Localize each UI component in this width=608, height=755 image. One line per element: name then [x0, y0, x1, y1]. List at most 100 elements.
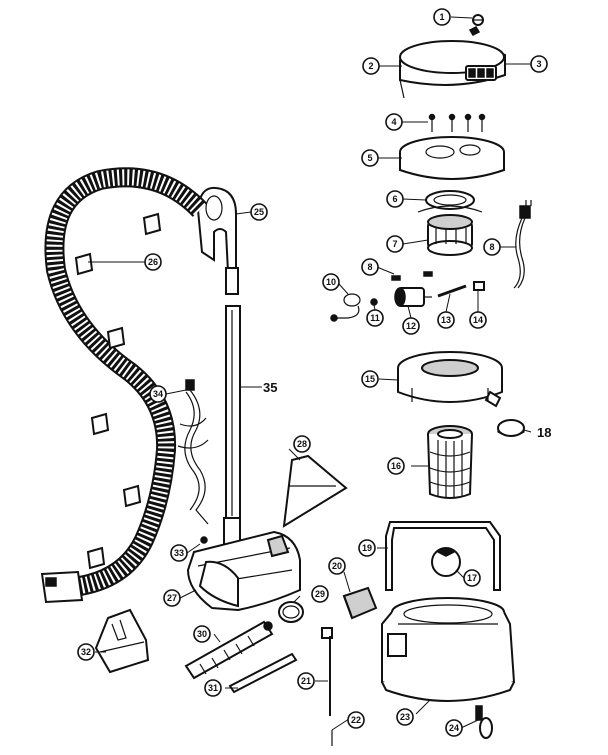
callout-number: 29: [315, 589, 325, 599]
callout-p3: 3: [530, 55, 548, 73]
part-hose-clips: [74, 212, 162, 570]
part-hand-tool: [94, 608, 150, 674]
callout-p1: 1: [433, 8, 451, 26]
callout-number: 32: [81, 647, 91, 657]
callout-number: 33: [174, 548, 184, 558]
callout-number: 23: [400, 712, 410, 722]
callout-p21: 21: [297, 672, 315, 690]
part-screws-row: [428, 113, 486, 132]
callout-p8b: 8: [361, 258, 379, 276]
part-top-cover: [399, 40, 506, 99]
part-small-screw: [370, 298, 378, 306]
label-part-35: 35: [263, 380, 277, 395]
callout-circle: [358, 539, 376, 557]
callout-number: 17: [467, 573, 477, 583]
callout-p31: 31: [204, 679, 222, 697]
callout-p26: 26: [144, 253, 162, 271]
callout-circle: [322, 273, 340, 291]
callout-number: 2: [368, 61, 373, 71]
callout-number: 8: [489, 242, 494, 252]
part-small-clips: [391, 271, 433, 281]
callout-p2: 2: [362, 57, 380, 75]
callout-p33: 33: [170, 544, 188, 562]
part-motor: [417, 205, 483, 256]
callout-p8a: 8: [483, 238, 501, 256]
part-strip: [228, 652, 298, 694]
callout-p28: 28: [293, 435, 311, 453]
callout-circle: [328, 557, 346, 575]
callout-circle: [463, 569, 481, 587]
part-screw-small: [468, 14, 484, 36]
label-part-18: 18: [537, 425, 551, 440]
callout-number: 8: [367, 262, 372, 272]
callout-circle: [469, 311, 487, 329]
callout-p17: 17: [463, 569, 481, 587]
callout-p14: 14: [469, 311, 487, 329]
callout-number: 15: [365, 374, 375, 384]
part-rod: [437, 284, 467, 298]
part-float-disc: [497, 419, 525, 437]
leader-lines: [88, 16, 532, 731]
callout-number: 20: [332, 561, 342, 571]
part-caster-wheel: [475, 705, 493, 739]
callout-number: 14: [473, 315, 483, 325]
callout-p20: 20: [328, 557, 346, 575]
callout-number: 19: [362, 543, 372, 553]
part-spray-rod: [321, 627, 333, 716]
callout-number: 4: [391, 117, 396, 127]
callout-number: 22: [351, 715, 361, 725]
callout-circle: [170, 544, 188, 562]
part-tank: [381, 597, 516, 702]
part-wand-cord: [177, 379, 209, 525]
callout-number: 24: [449, 723, 459, 733]
callout-p27: 27: [163, 589, 181, 607]
callout-circle: [386, 235, 404, 253]
callout-p32: 32: [77, 643, 95, 661]
callout-circle: [347, 711, 365, 729]
callout-number: 13: [441, 315, 451, 325]
callout-circle: [362, 57, 380, 75]
callout-number: 30: [197, 629, 207, 639]
callout-number: 25: [254, 207, 264, 217]
callout-p10: 10: [322, 273, 340, 291]
callout-circle: [361, 149, 379, 167]
callout-circle: [387, 457, 405, 475]
part-wand-tube: [223, 305, 241, 553]
callout-p23: 23: [396, 708, 414, 726]
callout-number: 5: [367, 153, 372, 163]
callout-circle: [437, 311, 455, 329]
callout-circle: [386, 190, 404, 208]
callout-circle: [193, 625, 211, 643]
part-hose-handle: [196, 186, 239, 295]
callout-circle: [385, 113, 403, 131]
callout-p15: 15: [361, 370, 379, 388]
callout-p6: 6: [386, 190, 404, 208]
callout-p24: 24: [445, 719, 463, 737]
callout-number: 11: [370, 313, 380, 323]
part-fitting: [473, 281, 485, 291]
callout-circle: [361, 370, 379, 388]
callout-p30: 30: [193, 625, 211, 643]
callout-circle: [402, 317, 420, 335]
callout-number: 3: [536, 59, 541, 69]
part-upholstery-tool: [282, 454, 348, 528]
callout-circle: [144, 253, 162, 271]
callout-circle: [163, 589, 181, 607]
callout-p13: 13: [437, 311, 455, 329]
callout-circle: [483, 238, 501, 256]
part-float-ball: [431, 547, 461, 577]
callout-number: 26: [148, 257, 158, 267]
callout-p22: 22: [347, 711, 365, 729]
callout-circle: [445, 719, 463, 737]
callout-p34: 34: [149, 385, 167, 403]
callout-circle: [250, 203, 268, 221]
part-screw-33: [200, 536, 208, 544]
callout-p19: 19: [358, 539, 376, 557]
callout-number: 1: [439, 12, 444, 22]
callout-circle: [204, 679, 222, 697]
callout-circle: [293, 435, 311, 453]
part-o-ring: [278, 601, 304, 623]
